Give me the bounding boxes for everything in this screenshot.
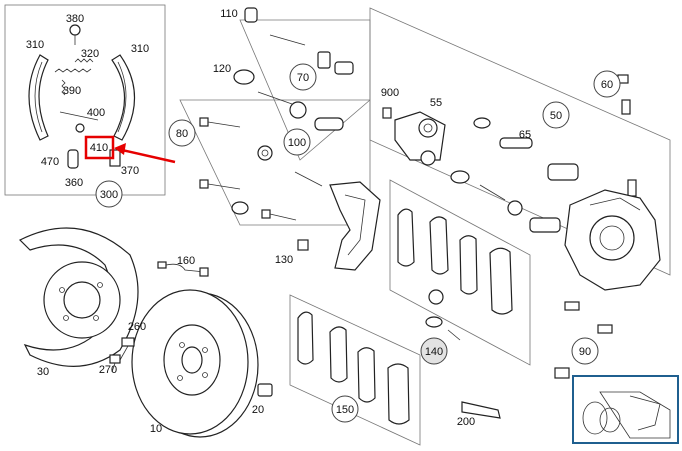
- group-label-140[interactable]: 140: [420, 337, 448, 365]
- highlight-arrow-head: [114, 143, 126, 155]
- brake-shoe-right: [111, 54, 136, 141]
- group-label-80[interactable]: 80: [168, 119, 196, 147]
- brake-pad-set-140: [397, 208, 513, 341]
- label-65[interactable]: 65: [519, 129, 531, 141]
- caliper-carrier: [329, 181, 381, 271]
- bolt-80-upper: [199, 117, 241, 128]
- backing-plate: [18, 227, 139, 367]
- group-label-90[interactable]: 90: [571, 337, 599, 365]
- label-160[interactable]: 160: [177, 255, 195, 267]
- group-label-60[interactable]: 60: [593, 70, 621, 98]
- guide-pin-upper: [269, 34, 354, 75]
- bolt-130: [261, 209, 309, 251]
- wear-sensor-cable: [157, 261, 209, 277]
- adjuster-spring: [54, 58, 94, 73]
- caliper-group-box: [369, 7, 671, 276]
- label-60: 60: [601, 79, 613, 91]
- boot-120: [233, 69, 255, 85]
- clip-set-90: [554, 301, 613, 379]
- group-label-150[interactable]: 150: [331, 395, 359, 423]
- label-30[interactable]: 30: [37, 366, 49, 378]
- hold-down-pin-380: [69, 24, 81, 45]
- nut-20: [257, 383, 273, 397]
- pad-group-box-1: [389, 179, 531, 366]
- label-150: 150: [336, 404, 354, 416]
- label-380[interactable]: 380: [66, 13, 84, 25]
- bolt-270: [109, 354, 121, 373]
- cap-110: [244, 7, 258, 23]
- highlight-box-410: [84, 135, 115, 160]
- bolt-80-lower: [199, 179, 241, 190]
- brake-shoe-left: [28, 54, 49, 141]
- label-260[interactable]: 260: [128, 321, 146, 333]
- bleed-valve-60: [617, 74, 637, 197]
- label-370[interactable]: 370: [121, 165, 139, 177]
- label-410[interactable]: 410: [90, 142, 108, 154]
- label-80: 80: [176, 128, 188, 140]
- label-390[interactable]: 390: [63, 85, 81, 97]
- strut-400: [59, 111, 99, 133]
- label-200[interactable]: 200: [457, 416, 475, 428]
- pad-group-box-2: [289, 294, 421, 446]
- label-900[interactable]: 900: [381, 87, 399, 99]
- washer-80: [231, 201, 249, 215]
- label-100: 100: [288, 137, 306, 149]
- label-20[interactable]: 20: [252, 404, 264, 416]
- group-label-70[interactable]: 70: [289, 63, 317, 91]
- label-70: 70: [297, 72, 309, 84]
- label-50: 50: [550, 110, 562, 122]
- seal-ring: [450, 117, 491, 184]
- label-470[interactable]: 470: [41, 156, 59, 168]
- sleeve-70: [294, 117, 344, 187]
- grease-tube-200: [461, 401, 501, 419]
- brake-pad-set-150: [297, 311, 410, 425]
- group-label-100[interactable]: 100: [283, 128, 311, 156]
- brake-disc: [131, 289, 259, 438]
- group-label-300[interactable]: 300: [95, 180, 123, 208]
- spring-390: [61, 79, 66, 96]
- brake-shoe-group-box: [4, 4, 166, 196]
- pin-65: [479, 137, 579, 233]
- label-90: 90: [579, 346, 591, 358]
- label-310-right[interactable]: 310: [131, 43, 149, 55]
- label-310-left[interactable]: 310: [26, 39, 44, 51]
- bolt-260: [119, 337, 135, 361]
- overview-thumbnail[interactable]: [572, 375, 679, 444]
- highlight-arrow-line: [121, 148, 176, 164]
- label-320[interactable]: 320: [81, 48, 99, 60]
- label-10[interactable]: 10: [150, 423, 162, 435]
- label-140: 140: [425, 346, 443, 358]
- label-55[interactable]: 55: [430, 97, 442, 109]
- label-270[interactable]: 270: [99, 364, 117, 376]
- label-400[interactable]: 400: [87, 107, 105, 119]
- spring-470: [67, 149, 79, 169]
- caliper-body: [564, 189, 661, 291]
- washer-100: [257, 145, 273, 161]
- part-55: [423, 123, 433, 133]
- label-130[interactable]: 130: [275, 254, 293, 266]
- label-300: 300: [100, 189, 118, 201]
- label-110[interactable]: 110: [220, 8, 238, 20]
- label-360[interactable]: 360: [65, 177, 83, 189]
- guide-pin-lower: [257, 91, 307, 119]
- bracket-900: [382, 107, 446, 166]
- group-label-50[interactable]: 50: [542, 101, 570, 129]
- label-120[interactable]: 120: [213, 63, 231, 75]
